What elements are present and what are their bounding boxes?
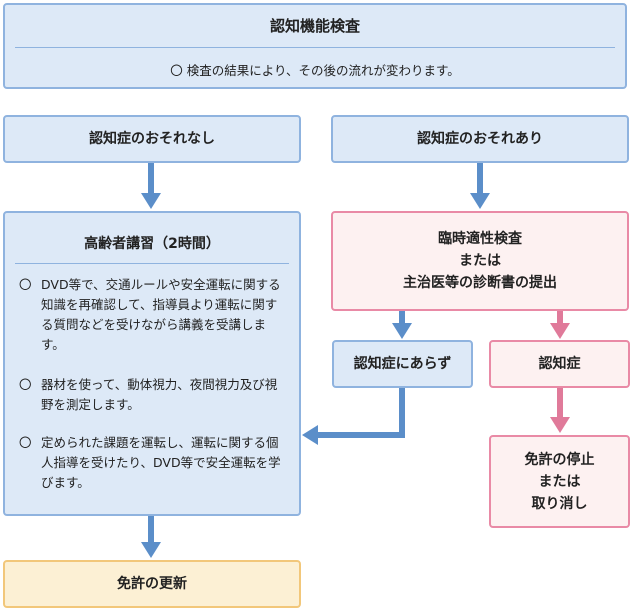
exam-line-3: 主治医等の診断書の提出 [403,275,557,291]
outcome-line-3: 取り消し [531,495,588,512]
header-note: 〇 検査の結果により、その後の流れが変わります。 [5,60,625,79]
lecture-divider [15,263,289,264]
lecture-box: 高齢者講習（2時間） 〇 DVD等で、交通ルールや安全運転に関する知識を再確認し… [3,211,301,516]
arrow-shaft [557,311,563,325]
arrow-head [141,193,161,209]
item-text: 定められた課題を運転し、運転に関する個人指導を受けたり、DVD等で安全運転を学び… [41,435,281,490]
outcome-line-2: または [538,473,581,490]
item-mark: 〇 [19,435,32,450]
arrow-head [550,323,570,339]
arrow-head [302,425,318,445]
item-text: DVD等で、交通ルールや安全運転に関する知識を再確認して、指導員より運転に関する… [41,277,281,352]
lecture-item: 〇 器材を使って、動体視力、夜間視力及び視野を測定します。 [19,375,287,415]
arrow-shaft [148,163,154,195]
exam-line-1: 臨時適性検査 [438,231,522,247]
page-title: 認知機能検査 [269,17,360,35]
risk-none-box: 認知症のおそれなし [3,115,301,163]
arrow-head [550,417,570,433]
outcome-box: 免許の停止 または 取り消し [489,435,630,528]
renewal-box: 免許の更新 [3,560,301,608]
not-dementia-box: 認知症にあらず [332,340,473,388]
header-box: 認知機能検査 〇 検査の結果により、その後の流れが変わります。 [3,3,627,89]
item-mark: 〇 [19,277,32,292]
item-text: 器材を使って、動体視力、夜間視力及び視野を測定します。 [41,377,278,412]
lecture-title: 高齢者講習（2時間） [84,236,220,252]
arrow-head [141,542,161,558]
arrow-shaft [148,516,154,544]
outcome-line-1: 免許の停止 [524,451,595,468]
arrow-shaft [399,311,405,325]
item-mark: 〇 [19,377,32,392]
lecture-item: 〇 定められた課題を運転し、運転に関する個人指導を受けたり、DVD等で安全運転を… [19,433,287,493]
dementia-box: 認知症 [489,340,630,388]
exam-box: 臨時適性検査 または 主治医等の診断書の提出 [331,211,629,311]
lecture-item: 〇 DVD等で、交通ルールや安全運転に関する知識を再確認して、指導員より運転に関… [19,275,287,355]
header-divider [15,47,615,48]
arrow-shaft [477,163,483,195]
arrow-shaft [316,432,405,438]
risk-present-box: 認知症のおそれあり [331,115,629,163]
arrow-head [470,193,490,209]
note-text: 検査の結果により、その後の流れが変わります。 [186,63,460,78]
arrow-head [392,323,412,339]
note-mark: 〇 [170,63,183,78]
exam-line-2: または [459,253,501,269]
arrow-shaft [399,388,405,438]
arrow-shaft [557,388,563,419]
